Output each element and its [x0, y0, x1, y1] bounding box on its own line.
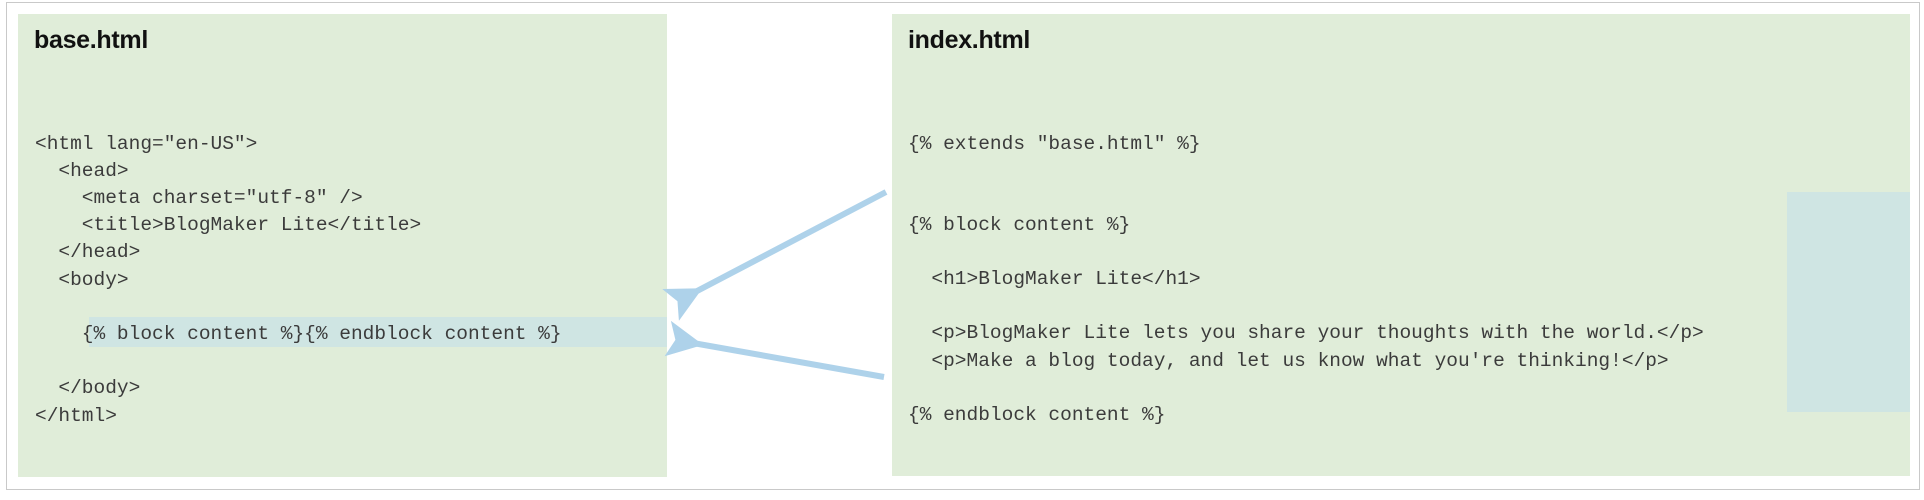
panel-index-html: index.html {% extends "base.html" %} {% … [892, 14, 1910, 476]
block-tag-arrow [662, 189, 888, 321]
base-html-code: <html lang="en-US"> <head> <meta charset… [35, 132, 562, 427]
panel-base-html: base.html <html lang="en-US"> <head> <me… [18, 14, 667, 477]
index-html-block-code: {% block content %} <h1>BlogMaker Lite</… [908, 213, 1704, 426]
index-html-extends-code: {% extends "base.html" %} [908, 132, 1201, 155]
base-block-highlight [89, 317, 667, 347]
index-block-highlight [1787, 192, 1910, 412]
panel-base-html-title: base.html [34, 26, 148, 54]
panel-index-html-title: index.html [908, 26, 1031, 54]
endblock-tag-arrow [664, 320, 885, 380]
